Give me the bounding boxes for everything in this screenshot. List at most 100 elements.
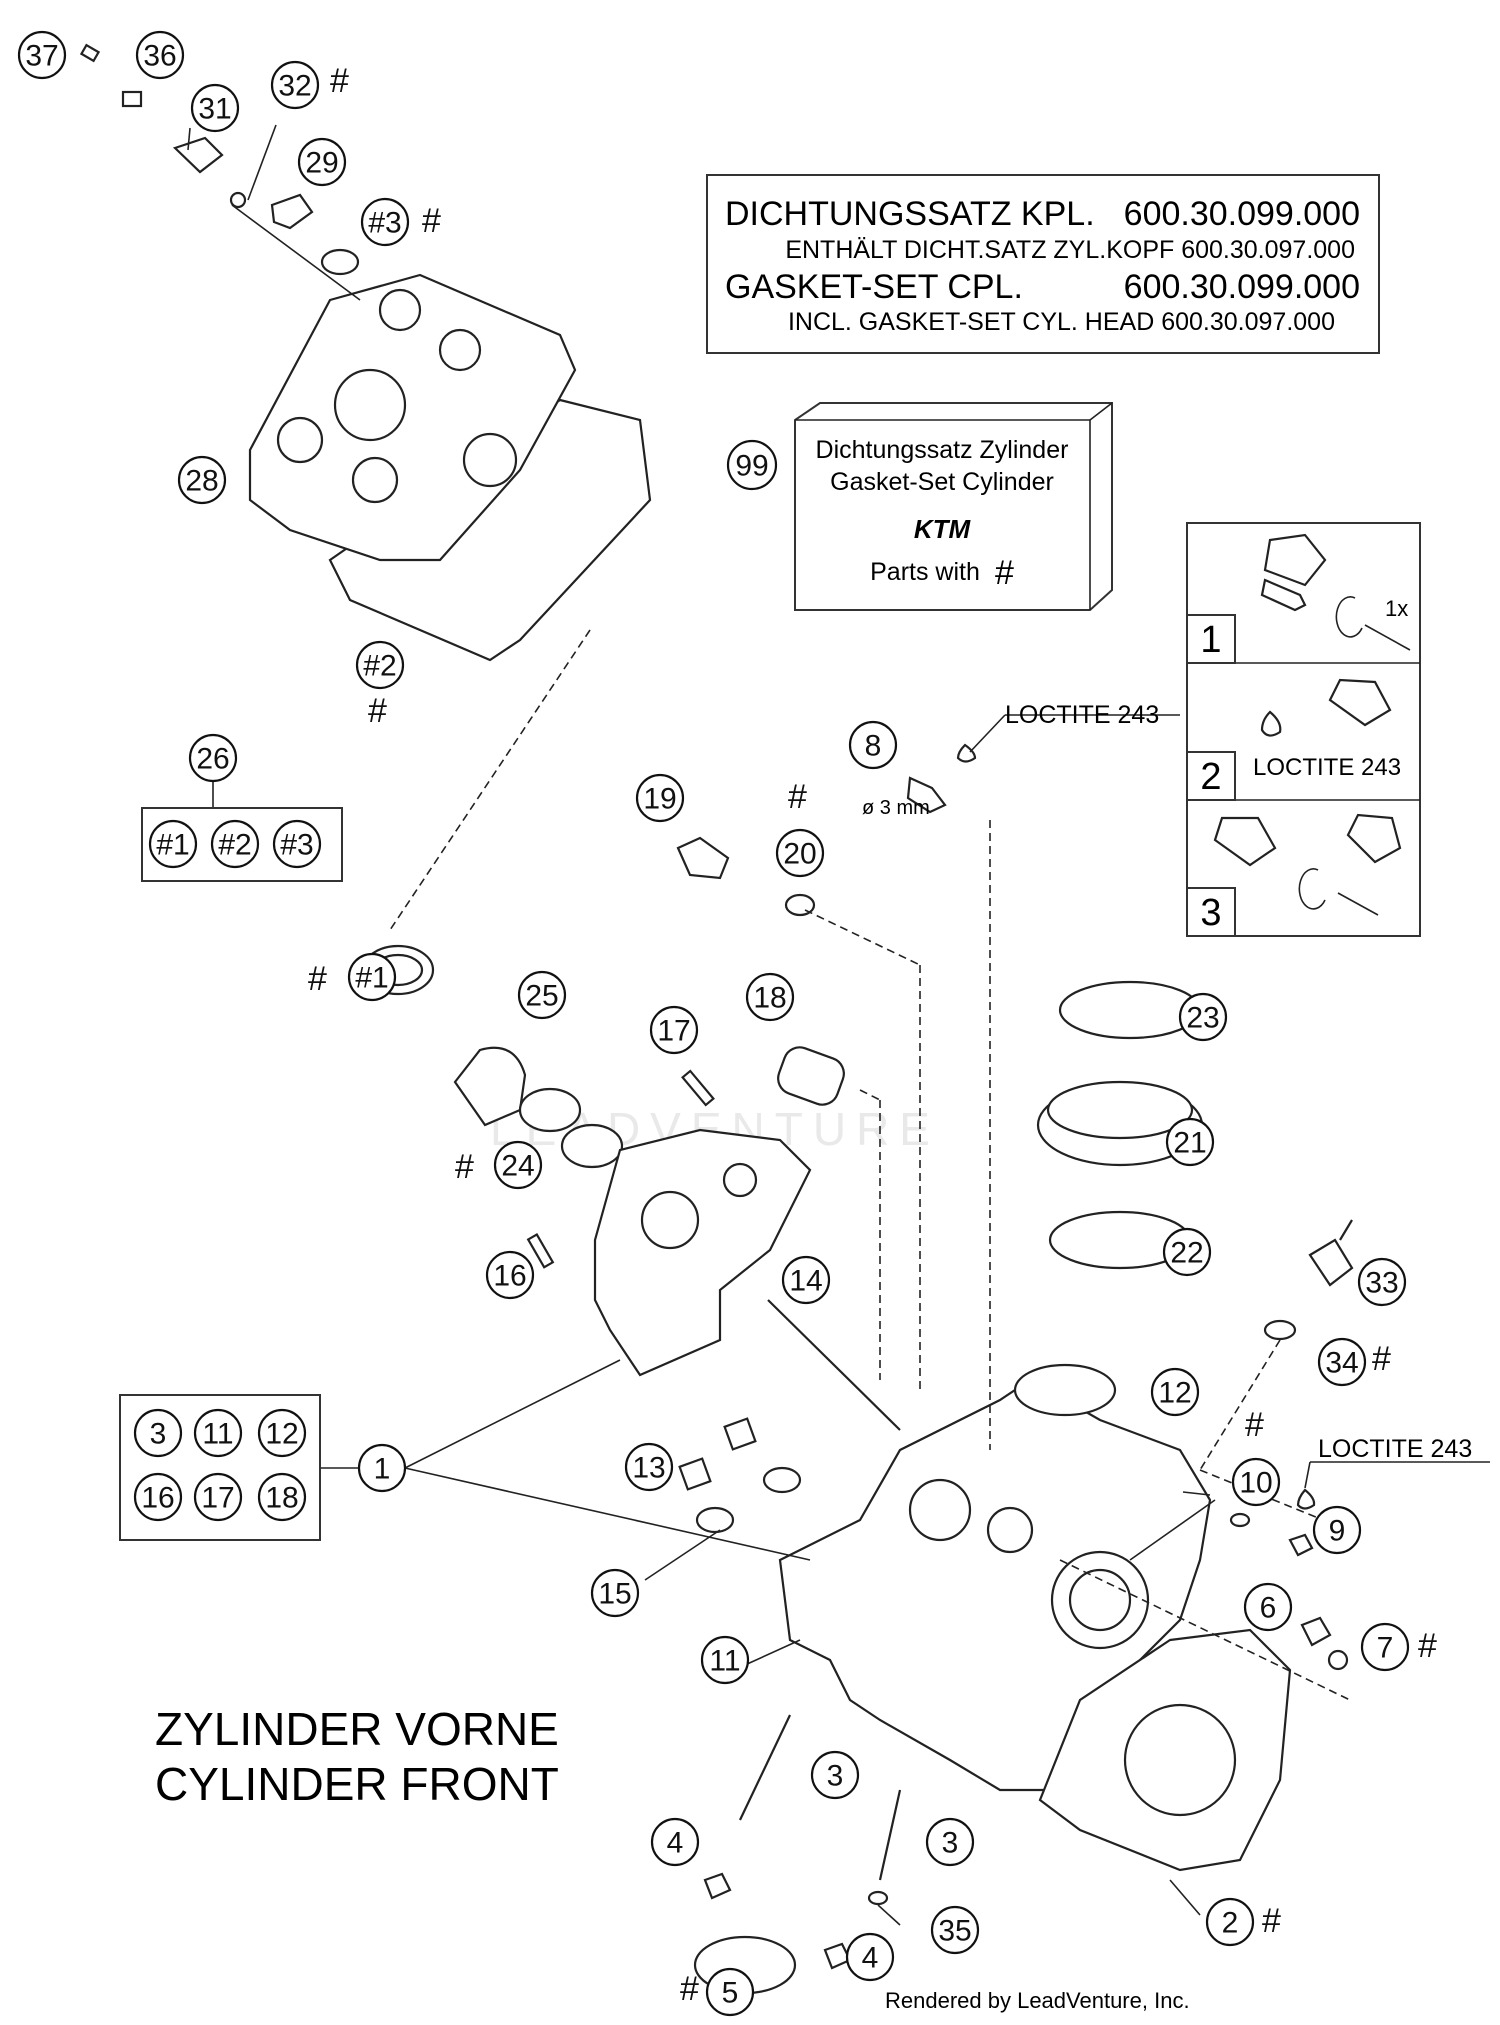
step-3-sensor-a [1213,816,1277,867]
head-gasket-bore [1123,1703,1237,1817]
tappet-13a [678,1457,712,1491]
gasket-set-line4: INCL. GASKET-SET CYL. HEAD 600.30.097.00… [788,308,1335,336]
washer-34 [1263,1319,1297,1341]
tensioner-18 [777,1046,845,1106]
callout-34-label: 34 [1325,1347,1358,1380]
loctite-label-9: LOCTITE 243 [1318,1435,1472,1463]
callout-34-hash: # [1372,1340,1391,1378]
callout-32-hash: # [330,62,349,100]
callout-22-circle [1162,1227,1212,1277]
valve-cover-port-center [333,368,407,442]
callout-3b-circle [925,1817,975,1867]
step-1-bolt [1260,578,1307,612]
callout-20-hash: # [788,778,807,816]
callout-4a-label: 4 [667,1827,684,1860]
step-1-note: 1x [1385,596,1408,621]
callout-2-hash: # [1262,1902,1281,1940]
step-1-number: 1 [1200,619,1221,661]
valve-14 [767,1299,901,1431]
o-ring-10 [1229,1512,1251,1528]
kit26-item-label: #2 [218,829,251,862]
callout-17-label: 17 [657,1015,690,1048]
loctite-drop-9 [1296,1488,1316,1510]
callout-36-label: 36 [143,40,176,73]
camshaft-bore-inner [1068,1568,1132,1632]
callout-21-label: 21 [1173,1127,1206,1160]
parts-with-label: Parts with [870,558,980,586]
callout-26-circle [188,733,238,783]
bolt-9 [1288,1533,1314,1557]
callout-34-circle [1317,1337,1367,1387]
callout-16-circle [485,1250,535,1300]
callout-37-label: 37 [25,40,58,73]
valve-cover-port-lower [351,456,399,504]
loctite-drop-8 [956,743,977,763]
callout-8-circle [848,720,898,770]
valve-cover-gasket [328,398,652,662]
ktm-logo: KTM [914,514,972,544]
step-1-sensor [1263,533,1327,587]
step-3-rotate-arrow [1298,868,1326,910]
kit26-item-circle [148,819,198,869]
washer-3 [320,248,360,276]
callout-28-label: 28 [185,465,218,498]
callout-32-label: 32 [278,70,311,103]
callout-h3-hash: # [422,202,441,240]
callout-5-hash: # [680,1970,699,2008]
callout-24-label: 24 [501,1150,534,1183]
intake-flange-21-inner [1046,1080,1194,1140]
step-1-rotate-arrow [1335,596,1363,638]
callout-23-label: 23 [1186,1002,1219,1035]
callout-4b-label: 4 [862,1942,879,1975]
callout-24-hash: # [455,1148,474,1186]
bolt-37 [79,43,101,63]
valve-cover-group [248,273,652,662]
kit26-item-label: #3 [280,829,313,862]
callout-36-circle [135,30,185,80]
gasket-set-line1-number: 600.30.099.000 [1124,195,1360,233]
callout-10-hash: # [1245,1406,1264,1444]
intake-clamps [1036,980,1204,1270]
temp-sensor-33 [1308,1238,1354,1287]
gasket-set-line3-number: 600.30.099.000 [1124,268,1360,306]
callout-1-label: 1 [374,1453,391,1486]
step-1-arrow [1364,624,1411,651]
plug-6 [1300,1616,1332,1647]
gasket-cylinder-box: Dichtungssatz Zylinder Gasket-Set Cylind… [794,402,1113,611]
callout-h2-label: #2 [363,650,396,683]
callout-7-label: 7 [1377,1632,1394,1665]
callout-2-circle [1205,1897,1255,1947]
callout-99-label: 99 [735,450,768,483]
stud-3b [878,1789,902,1881]
callout-25-circle [517,970,567,1020]
callout-14-label: 14 [789,1265,822,1298]
clamp-23 [1058,980,1202,1040]
callout-5-label: 5 [722,1977,739,2010]
callout-37-circle [17,30,67,80]
callout-6-circle [1243,1582,1293,1632]
kit26-item-label: #1 [156,829,189,862]
callout-6-label: 6 [1260,1592,1277,1625]
callout-1-circle [357,1443,407,1493]
kit1-item-label: 18 [265,1482,298,1515]
callout-9-label: 9 [1329,1515,1346,1548]
callout-99-circle [726,439,778,491]
callout-h3-label: #3 [368,207,401,240]
callout-4b-circle [845,1932,895,1982]
kit1-item-label: 12 [265,1418,298,1451]
callout-31-circle [190,83,240,133]
callout-19-label: 19 [643,783,676,816]
valve-cover-port-left [276,416,324,464]
callout-16-label: 16 [493,1260,526,1293]
callout-15-circle [590,1568,640,1618]
washer-20 [784,893,816,917]
tappet-13b [723,1417,757,1451]
step-3-number: 3 [1200,892,1221,934]
o-ring-32 [229,191,247,209]
callout-31-label: 31 [198,93,231,126]
plug-19 [676,836,730,880]
kit1-item-label: 17 [201,1482,234,1515]
head-bore-left [908,1478,972,1542]
callout-29-label: 29 [305,147,338,180]
